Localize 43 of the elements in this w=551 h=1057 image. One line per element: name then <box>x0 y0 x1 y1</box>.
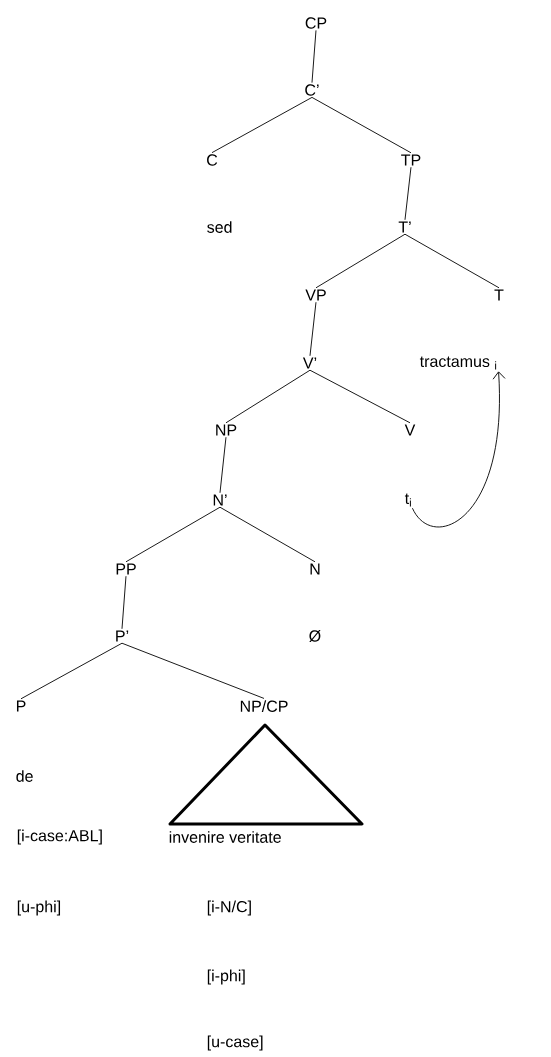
branch-line <box>311 29 317 84</box>
tree-node-label: CP <box>305 17 327 29</box>
feature-label: [u-phi] <box>17 900 60 916</box>
feature-label: [u-case] <box>207 1035 263 1051</box>
tree-node-label: T’ <box>398 221 411 233</box>
branch-line <box>20 642 123 700</box>
tree-node-label: NP/CP <box>240 700 288 712</box>
tree-node-label: C’ <box>305 84 319 96</box>
movement-arrow <box>411 371 506 528</box>
tree-node-label: N <box>310 563 320 575</box>
branch-line <box>125 506 221 563</box>
branch-line <box>309 301 317 357</box>
branch-line <box>309 369 411 424</box>
branch-line <box>121 575 127 630</box>
feature-label: sed <box>207 221 232 233</box>
feature-label: [i-phi] <box>207 969 245 985</box>
tree-node-label: N’ <box>213 494 227 506</box>
tree-node-label: P <box>17 700 26 712</box>
tree-node-label: C <box>207 154 218 166</box>
feature-label: invenire veritate <box>169 831 281 843</box>
branch-line <box>225 369 311 424</box>
branch-line <box>404 233 500 289</box>
tree-node-label: tractamus $_{i}$ <box>419 356 497 370</box>
branch-line <box>211 96 313 154</box>
tree-node-label: PP <box>116 563 136 575</box>
branch-line <box>315 233 406 289</box>
branch-line <box>404 166 412 221</box>
feature-label: Ø <box>309 630 321 642</box>
tree-node-label: V <box>404 424 416 436</box>
tree-node-label: V’ <box>302 357 317 369</box>
tree-node-label: P’ <box>116 630 129 642</box>
branch-line <box>219 506 316 563</box>
branch-line <box>219 436 227 494</box>
feature-label: de <box>16 770 33 782</box>
tree-node-label: T <box>494 289 504 301</box>
tree-node-label: TP <box>401 154 421 166</box>
tree-node-label: NP <box>216 424 237 436</box>
tree-node-label: VP <box>305 289 326 301</box>
feature-label: [i-N/C] <box>207 900 251 916</box>
branch-line <box>121 642 265 699</box>
branch-line <box>311 96 412 154</box>
tree-node-label: t$_{i}$ <box>404 493 411 507</box>
feature-label: [i-case:ABL] <box>17 829 102 845</box>
